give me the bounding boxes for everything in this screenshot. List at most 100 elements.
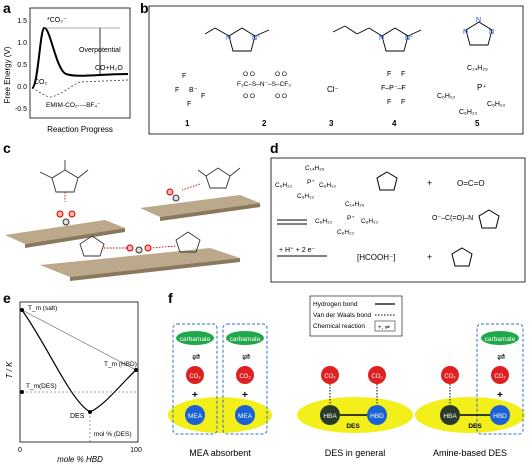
- svg-text:HBA: HBA: [443, 413, 457, 420]
- panel-a-co2-label: CO₂: [34, 79, 48, 86]
- svg-text:CO₂: CO₂: [494, 374, 506, 380]
- svg-text:P⁺: P⁺: [347, 215, 355, 222]
- triazole-ring: [376, 171, 398, 191]
- svg-text:O O: O O: [275, 93, 287, 100]
- adsorbed-cation: [181, 167, 241, 191]
- triazole: [465, 21, 493, 46]
- compound-number: 5: [475, 119, 480, 128]
- svg-text:F: F: [387, 99, 391, 106]
- svg-text:C₁₄H₂₉: C₁₄H₂₉: [305, 165, 325, 172]
- panel-e-liquidus-curve: [21, 309, 137, 413]
- triazole-ring: [451, 247, 473, 267]
- svg-text:O O: O O: [275, 71, 287, 78]
- svg-text:+: +: [192, 390, 198, 401]
- compound-number: 2: [262, 119, 267, 128]
- cation-phosphonium: C₁₄H₂₉ P⁺ C₆H₁₃ C₆H₁₃ C₆H₁₃: [437, 65, 505, 116]
- catalyst-slab: [40, 248, 240, 281]
- mol-des-label: mol % (DES): [94, 431, 132, 438]
- panel-e-phase-diagram: e T / K T_m (salt) T_m (HBD) T_m(DES) DE…: [3, 290, 142, 464]
- legend-vdw: Van der Waals bond: [313, 312, 372, 319]
- x-tick-0: 0: [18, 447, 22, 454]
- svg-text:C₆H₁₃: C₆H₁₃: [487, 101, 505, 108]
- panel-a-energy-curve: [31, 26, 129, 89]
- svg-text:C₁₄H₂₉: C₁₄H₂₉: [467, 65, 488, 72]
- catalyst-slab: [140, 195, 260, 221]
- co2-molecule: [56, 210, 76, 226]
- legend-hbond: Hydrogen bond: [313, 301, 358, 308]
- svg-text:O O: O O: [243, 71, 255, 78]
- panel-d-reaction-scheme: d C₁₄H₂₉ P⁺ C₆H₁₃ C₆H₁₃ C₆H₁₃ + O=C=O C₁…: [270, 140, 526, 283]
- svg-text:N: N: [489, 29, 494, 36]
- svg-text:MEA: MEA: [188, 413, 203, 420]
- panel-a-ytick: -0.5: [15, 106, 27, 113]
- caption-mea: MEA absorbent: [189, 448, 251, 458]
- panel-a-ytick: 1.0: [17, 40, 27, 47]
- triazole-ring: [478, 209, 500, 229]
- svg-text:CO₂: CO₂: [189, 374, 201, 380]
- svg-text:C₆H₁₃: C₆H₁₃: [337, 229, 354, 236]
- svg-text:N: N: [226, 35, 231, 42]
- cation-emim: [204, 27, 270, 52]
- panel-a-label: a: [3, 0, 11, 16]
- panel-a-overpotential-label: Overpotential: [79, 47, 121, 54]
- panel-f-label: f: [168, 290, 173, 306]
- panel-e-ideal-line: [21, 309, 137, 371]
- svg-text:C₆H₁₃: C₆H₁₃: [297, 193, 314, 200]
- svg-text:DES: DES: [468, 423, 482, 430]
- co2-molecule: [126, 244, 152, 254]
- panel-a-ytick: 0.5: [17, 62, 27, 69]
- svg-text:+: +: [242, 390, 248, 401]
- product-phosphonium: C₁₄H₂₉ P⁺ C₆H₁₃ C₆H₁₃ C₆H₁₃: [315, 201, 378, 236]
- compound-number: 1: [185, 119, 190, 128]
- svg-text:C₆H₁₃: C₆H₁₃: [319, 182, 336, 189]
- svg-text:HBA: HBA: [323, 413, 337, 420]
- svg-text:+, ⇌: +, ⇌: [378, 325, 390, 331]
- tm-des-label: T_m(DES): [26, 383, 57, 390]
- panel-c-label: c: [3, 140, 11, 156]
- adsorbed-cation-pair: [79, 231, 201, 257]
- legend-box: [309, 295, 403, 337]
- des-point-label: DES: [70, 413, 85, 420]
- panel-d-frame: [270, 157, 526, 283]
- panel-e-label: e: [3, 290, 11, 306]
- svg-text:+: +: [497, 390, 503, 401]
- svg-text:+: +: [427, 252, 432, 262]
- compound-number: 3: [329, 119, 334, 128]
- svg-text:⇌: ⇌: [242, 352, 250, 363]
- co2-molecule: [166, 188, 180, 202]
- svg-text:O O: O O: [243, 93, 255, 100]
- amine-des-scheme: carbamate CO₂ CO₂ ⇌ + HBA HBD DES: [415, 323, 525, 435]
- svg-text:P⁺: P⁺: [477, 83, 487, 92]
- svg-text:F: F: [401, 71, 405, 78]
- x-tick-100: 100: [130, 447, 142, 454]
- panel-e-xlabel: mole % HBD: [57, 455, 103, 464]
- svg-text:F: F: [201, 93, 205, 100]
- reactant-phosphonium: C₁₄H₂₉ P⁺ C₆H₁₃ C₆H₁₃ C₆H₁₃: [275, 165, 336, 200]
- panel-a-dashed-curve: [31, 79, 129, 98]
- svg-text:P⁺: P⁺: [307, 179, 315, 186]
- svg-text:F: F: [387, 71, 391, 78]
- svg-text:N⁺: N⁺: [252, 34, 261, 42]
- svg-text:carbamate: carbamate: [230, 336, 261, 343]
- panel-a-energy-diagram: a Free Energy (V) 1.5 1.0 0.5 0.0 -0.5 *…: [3, 0, 131, 134]
- svg-text:C₆H₁₃: C₆H₁₃: [275, 182, 292, 189]
- svg-text:N: N: [463, 29, 468, 36]
- svg-text:carbamate: carbamate: [485, 336, 516, 343]
- panel-e-ylabel: T / K: [5, 361, 14, 379]
- co2-reactant: O=C=O: [457, 179, 485, 188]
- svg-text:C₁₄H₂₉: C₁₄H₂₉: [345, 201, 365, 208]
- panel-a-emim-label: EMIM-CO₂----BF₄⁻: [46, 102, 100, 109]
- svg-text:F: F: [175, 87, 179, 94]
- tm-hbd-label: T_m (HBD): [104, 361, 137, 368]
- svg-text:DES: DES: [346, 423, 360, 430]
- panel-a-ytick: 0.0: [17, 84, 27, 91]
- panel-f-absorbent-schemes: f Hydrogen bond Van der Waals bond Chemi…: [168, 290, 525, 458]
- svg-text:carbamate: carbamate: [180, 336, 211, 343]
- panel-d-label: d: [270, 140, 279, 156]
- panel-c-adsorption: c: [3, 140, 260, 281]
- panel-b-frame: [148, 5, 524, 135]
- panel-a-axis-frame: [29, 7, 131, 119]
